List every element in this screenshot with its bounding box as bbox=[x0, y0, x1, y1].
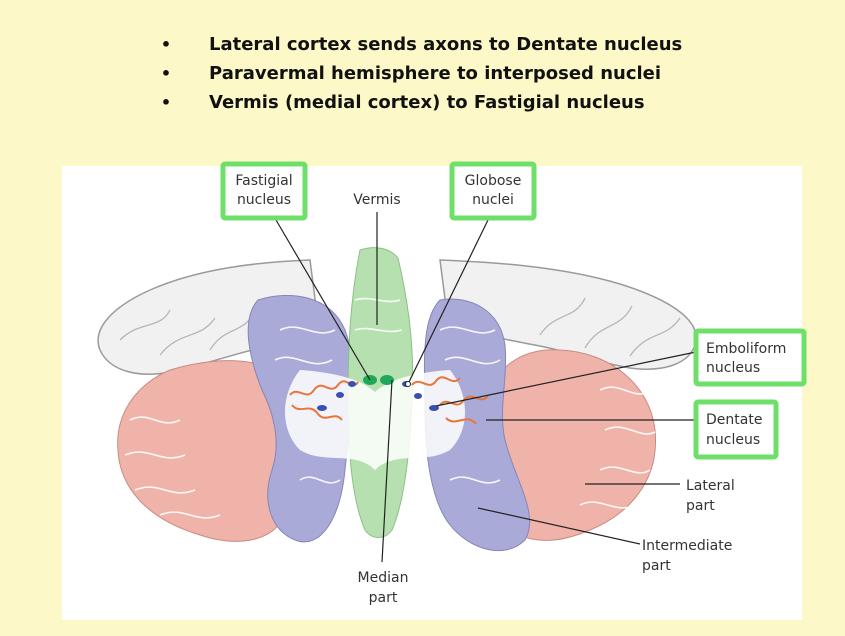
leader-lines bbox=[275, 212, 697, 563]
label-lateral-1: Lateral bbox=[686, 478, 735, 494]
label-box-fastigial bbox=[220, 161, 308, 221]
label-fastigial-2: nucleus bbox=[237, 192, 291, 208]
label-intermediate-2: part bbox=[642, 558, 671, 574]
label-dentate-1: Dentate bbox=[706, 412, 762, 428]
label-fastigial-1: Fastigial bbox=[235, 173, 292, 189]
bullet-item-1: • Lateral cortex sends axons to Dentate … bbox=[160, 30, 800, 59]
bullet-text: Lateral cortex sends axons to Dentate nu… bbox=[209, 34, 683, 55]
label-dentate-2: nucleus bbox=[706, 432, 760, 448]
bullet-item-2: • Paravermal hemisphere to interposed nu… bbox=[160, 59, 800, 88]
bullet-text: Paravermal hemisphere to interposed nucl… bbox=[209, 63, 662, 84]
label-box-globose bbox=[449, 161, 537, 221]
label-vermis: Vermis bbox=[353, 192, 400, 208]
bullet-dot: • bbox=[160, 93, 172, 112]
leader-globose bbox=[407, 219, 489, 385]
label-median-1: Median bbox=[358, 570, 409, 586]
nucleus-small-left bbox=[336, 392, 344, 398]
label-median-2: part bbox=[369, 590, 398, 606]
label-emboliform-1: Emboliform bbox=[706, 341, 786, 357]
leader-emboliform bbox=[435, 351, 697, 407]
bullet-list: • Lateral cortex sends axons to Dentate … bbox=[160, 30, 800, 117]
label-box-emboliform bbox=[693, 328, 807, 387]
bullet-text: Vermis (medial cortex) to Fastigial nucl… bbox=[209, 92, 645, 113]
leader-dot-globose bbox=[405, 381, 411, 387]
bullet-item-3: • Vermis (medial cortex) to Fastigial nu… bbox=[160, 88, 800, 117]
globose-nucleus-left bbox=[348, 381, 356, 387]
fastigial-nucleus-right bbox=[380, 375, 394, 385]
leader-intermediate bbox=[477, 507, 641, 545]
label-lateral-2: part bbox=[686, 498, 715, 514]
label-globose-1: Globose bbox=[465, 173, 522, 189]
bullet-dot: • bbox=[160, 64, 172, 83]
nucleus-small-right bbox=[414, 393, 422, 399]
bullet-dot: • bbox=[160, 35, 172, 54]
leader-fastigial bbox=[275, 219, 371, 381]
emboliform-nucleus-left bbox=[317, 405, 327, 411]
label-intermediate-1: Intermediate bbox=[642, 538, 732, 554]
label-emboliform-2: nucleus bbox=[706, 360, 760, 376]
label-box-dentate bbox=[693, 399, 779, 460]
leader-median bbox=[381, 379, 393, 563]
label-globose-2: nuclei bbox=[472, 192, 514, 208]
